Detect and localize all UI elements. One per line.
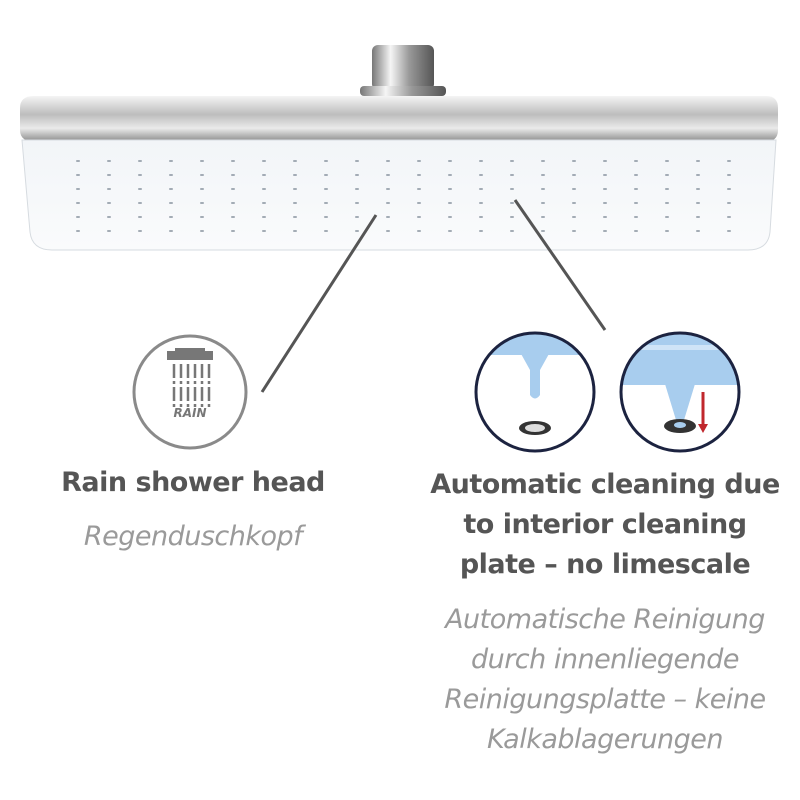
left-feature-title: Rain shower head bbox=[61, 467, 325, 498]
left-feature-subtitle: Regenduschkopf bbox=[83, 521, 303, 552]
subtitle-line: Reinigungsplatte – keine bbox=[444, 684, 766, 715]
subtitle-line: Kalkablagerungen bbox=[486, 724, 724, 755]
rain-icon-label: RAIN bbox=[173, 406, 207, 420]
shower-head bbox=[20, 45, 778, 251]
title-line: to interior cleaning bbox=[463, 509, 747, 540]
pointer-line-left bbox=[260, 214, 378, 393]
title-line: Automatic cleaning due bbox=[430, 469, 780, 500]
title-line: plate – no limescale bbox=[459, 549, 751, 580]
right-feature-subtitle: Automatische Reinigung durch innenliegen… bbox=[420, 600, 790, 760]
subtitle-line: Automatische Reinigung bbox=[445, 604, 765, 635]
cleaning-before-illustration bbox=[474, 331, 596, 453]
subtitle-line: durch innenliegende bbox=[470, 644, 740, 675]
pointer-line-right bbox=[513, 199, 607, 331]
right-feature-title: Automatic cleaning due to interior clean… bbox=[420, 465, 790, 585]
arrow-down-icon bbox=[698, 392, 708, 433]
cleaning-after-illustration bbox=[619, 331, 741, 453]
rain-shower-icon bbox=[132, 334, 248, 450]
